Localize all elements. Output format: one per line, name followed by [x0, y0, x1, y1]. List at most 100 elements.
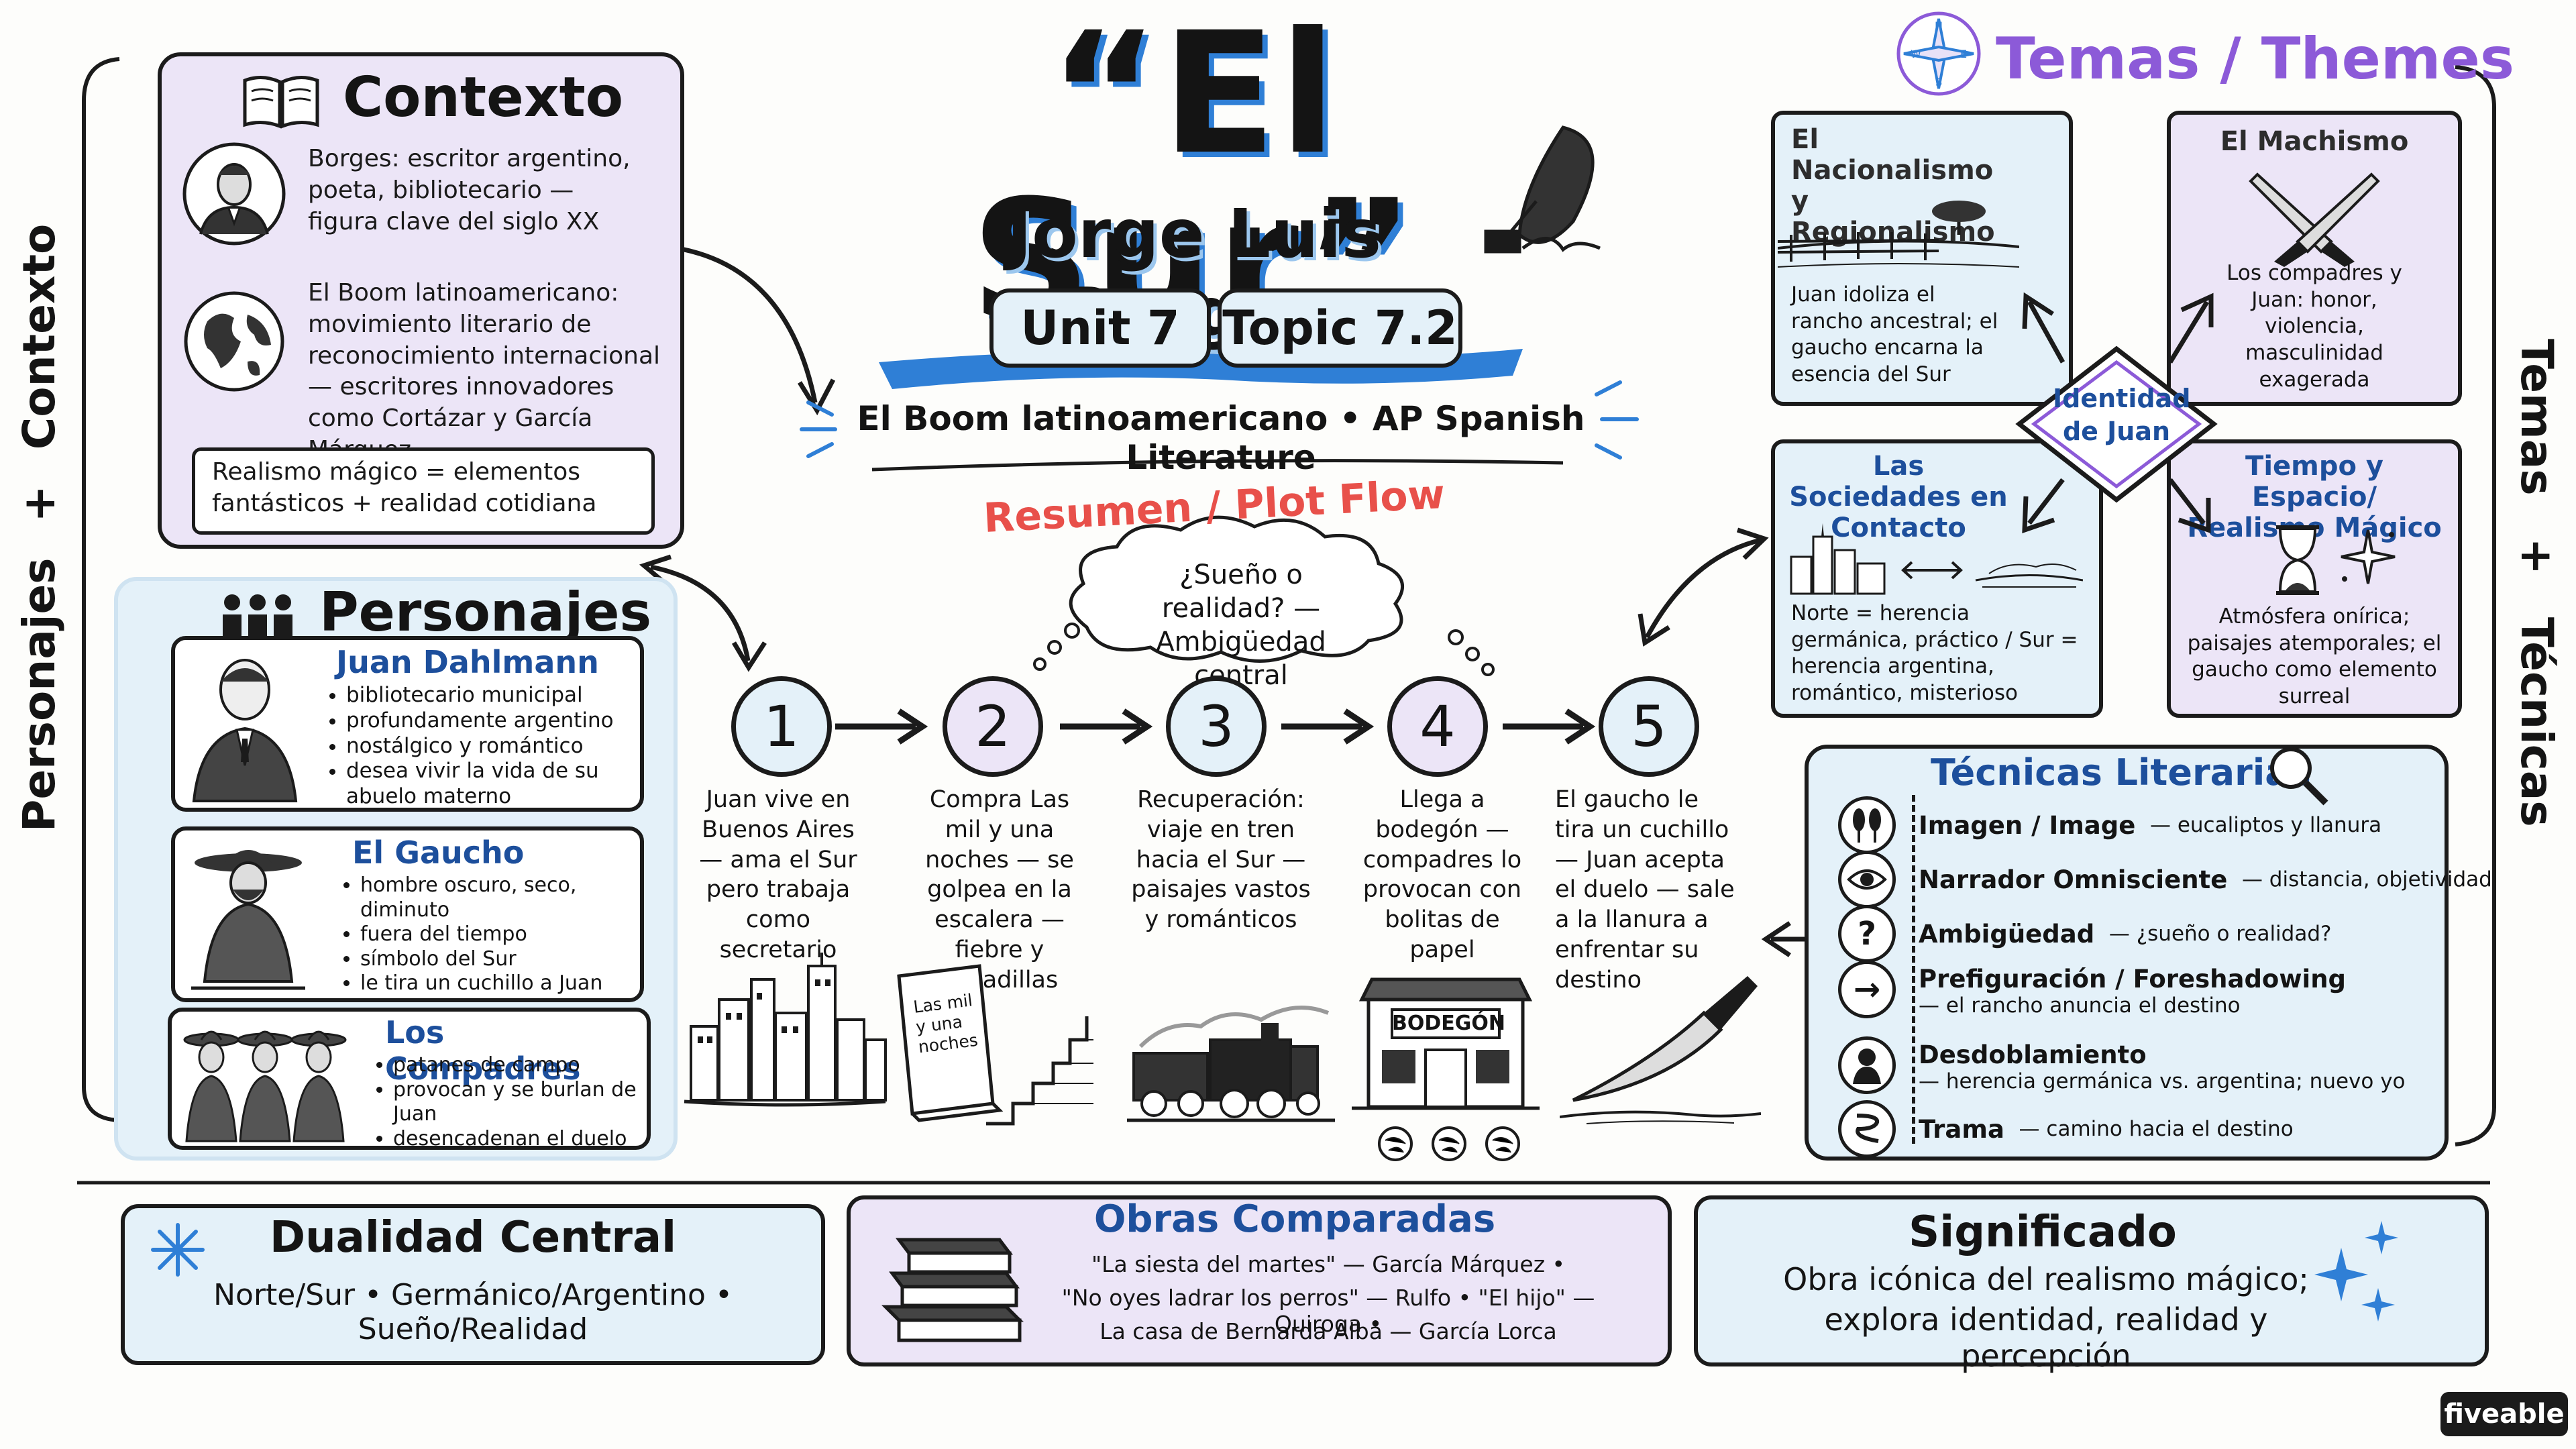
compadres-bullet: provocan y se burlan de Juan: [393, 1078, 675, 1127]
ranch-landscape-icon: [1777, 188, 2020, 278]
tech-term: Prefiguración / Foreshadowing: [1919, 965, 2347, 994]
tech-term: Desdoblamiento: [1919, 1040, 2147, 1069]
step-4-text: Llega a bodegón — compadres lo provocan …: [1362, 786, 1522, 963]
brand-logo: fiveable: [2440, 1392, 2568, 1436]
contexto-title: Contexto: [343, 66, 624, 129]
juan-bullet: bibliotecario municipal: [346, 683, 661, 708]
asterisk-icon: [148, 1220, 208, 1283]
tech-desc: — herencia germánica vs. argentina; nuev…: [1919, 1069, 2406, 1093]
step-1-text: Juan vive en Buenos Aires — ama el Sur p…: [699, 786, 857, 963]
compadres-figure: [181, 1017, 349, 1147]
svg-text:W: W: [1911, 48, 1921, 60]
globe-icon: [180, 288, 288, 398]
tech-desc: — camino hacia el destino: [2019, 1117, 2294, 1141]
step-3-text: Recuperación: viaje en tren hacia el Sur…: [1131, 786, 1311, 934]
character-card-gaucho: El Gaucho hombre oscuro, seco, diminuto …: [171, 826, 644, 1002]
eye-icon: [1838, 851, 1896, 908]
svg-text:S: S: [1935, 76, 1942, 89]
compadres-bullet: desencadenan el duelo: [393, 1127, 675, 1152]
people-icon: [217, 588, 298, 651]
tech-row-narrador: Narrador Omnisciente — distancia, objeti…: [1838, 851, 2492, 908]
tech-term: Ambigüedad: [1919, 919, 2095, 949]
tech-desc: — eucaliptos y llanura: [2149, 813, 2382, 837]
tech-row-trama: Trama — camino hacia el destino: [1838, 1100, 2294, 1158]
contexto-card: Contexto Borges: escritor argentino, poe…: [158, 52, 684, 549]
silhouette-icon: [1838, 1036, 1896, 1094]
gaucho-figure: [184, 837, 312, 998]
trees-icon: [1838, 796, 1896, 854]
juan-portrait: [184, 648, 305, 805]
identidad-center: Identidad de Juan: [2053, 384, 2191, 447]
significado-line-1: Obra icónica del realismo mágico;: [1783, 1261, 2309, 1297]
compadres-bullet: patanes de campo: [393, 1053, 675, 1078]
side-label-contexto: Contexto: [13, 223, 65, 450]
dualidad-title: Dualidad Central: [269, 1213, 677, 1263]
juan-bullet: desea vivir la vida de su abuelo materno: [346, 759, 661, 810]
crossed-knives-icon: [2244, 168, 2385, 271]
obras-line-3: La casa de Bernarda Alba — García Lorca: [1099, 1318, 1557, 1344]
book-label: Las mil y una noches: [912, 990, 979, 1057]
tech-row-imagen: Imagen / Image — eucaliptos y llanura: [1838, 796, 2381, 854]
train-icon: [1127, 959, 1335, 1130]
obras-line-1: "La siesta del martes" — García Márquez …: [1091, 1251, 1565, 1277]
character-card-compadres: Los Compadres patanes de campo provocan …: [168, 1008, 651, 1150]
bodegon-icon: [1345, 959, 1546, 1130]
cloud-text: ¿Sueño o realidad? — Ambigüedad central: [1156, 559, 1326, 691]
tech-desc: — distancia, objetividad: [2241, 867, 2492, 892]
compadres-bullets: patanes de campo provocan y se burlan de…: [366, 1053, 675, 1151]
character-card-juan: Juan Dahlmann bibliotecario municipal pr…: [171, 636, 644, 812]
juan-name: Juan Dahlmann: [336, 644, 599, 680]
obras-line-2: "No oyes ladrar los perros" — Rulfo • "E…: [1061, 1285, 1595, 1337]
gaucho-bullet: símbolo del Sur: [360, 947, 669, 972]
step-1-circle: 1: [731, 676, 832, 777]
obras-title: Obras Comparadas: [1093, 1197, 1496, 1241]
tech-desc: — el rancho anuncia el destino: [1919, 994, 2241, 1018]
sparkles-icon: [2308, 1214, 2408, 1331]
side-label-tecnicas: Técnicas: [2511, 616, 2563, 827]
theme-nacionalismo-text: Juan idoliza el rancho ancestral; el gau…: [1791, 282, 1998, 387]
book-and-stairs-icon: [892, 959, 1100, 1130]
gaucho-bullet: fuera del tiempo: [360, 922, 669, 947]
significado-line-2: explora identidad, realidad y percepción: [1824, 1301, 2268, 1374]
unit-chip: Unit 7: [989, 288, 1211, 368]
city-skyline-icon: [678, 953, 892, 1116]
knife-icon: [1559, 966, 1762, 1130]
personajes-title: Personajes: [319, 581, 652, 643]
gaucho-bullet: le tira un cuchillo a Juan: [360, 971, 669, 996]
gaucho-bullets: hombre oscuro, seco, diminuto fuera del …: [333, 873, 669, 996]
tecnicas-divider: [1912, 795, 1915, 1144]
tech-row-prefiguracion: → Prefiguración / Foreshadowing — el ran…: [1838, 961, 2346, 1018]
juan-bullet: nostálgico y romántico: [346, 734, 661, 759]
theme-sociedades-text: Norte = herencia germánica, práctico / S…: [1791, 601, 2078, 706]
tech-row-desdoblamiento: Desdoblamiento — herencia germánica vs. …: [1838, 1036, 2428, 1094]
books-stack-icon: [879, 1213, 1026, 1350]
tech-desc: — ¿sueño o realidad?: [2108, 922, 2332, 946]
side-label-temas: Temas: [2511, 339, 2563, 496]
paper-balls-icon: [1368, 1120, 1529, 1170]
theme-sociedades-title: Las Sociedades en Contacto: [1789, 451, 2008, 543]
theme-machismo-title: El Machismo: [2220, 126, 2409, 157]
gaucho-bullet: hombre oscuro, seco, diminuto: [360, 873, 669, 922]
significado-title: Significado: [1909, 1208, 2177, 1257]
theme-machismo-text: Los compadres y Juan: honor, violencia, …: [2226, 261, 2402, 392]
contexto-borges-text: Borges: escritor argentino, poeta, bibli…: [308, 145, 631, 235]
gaucho-name: El Gaucho: [352, 835, 525, 871]
step-2-circle: 2: [943, 676, 1043, 777]
side-label-personajes: Personajes: [13, 557, 65, 832]
step-3-circle: 3: [1166, 676, 1267, 777]
borges-portrait: [180, 140, 288, 250]
tech-term: Narrador Omnisciente: [1919, 865, 2228, 894]
realismo-box: [192, 447, 655, 535]
hourglass-icon: [2271, 523, 2324, 600]
step-5-text: El gaucho le tira un cuchillo — Juan ace…: [1555, 786, 1735, 994]
tecnicas-title: Técnicas Literarias: [1931, 751, 2311, 794]
sparkle-icon: [2334, 527, 2402, 590]
compadres-name: Los Compadres: [385, 1014, 581, 1087]
tech-term: Trama: [1919, 1114, 2004, 1144]
dualidad-text: Norte/Sur • Germánico/Argentino • Sueño/…: [213, 1278, 733, 1346]
contexto-boom-text: El Boom latinoamericano: movimiento lite…: [308, 279, 661, 464]
step-5-circle: 5: [1599, 676, 1699, 777]
magnifier-icon: [2264, 741, 2331, 811]
side-label-plus-right: +: [2511, 537, 2563, 575]
winding-path-icon: [1838, 1100, 1896, 1158]
